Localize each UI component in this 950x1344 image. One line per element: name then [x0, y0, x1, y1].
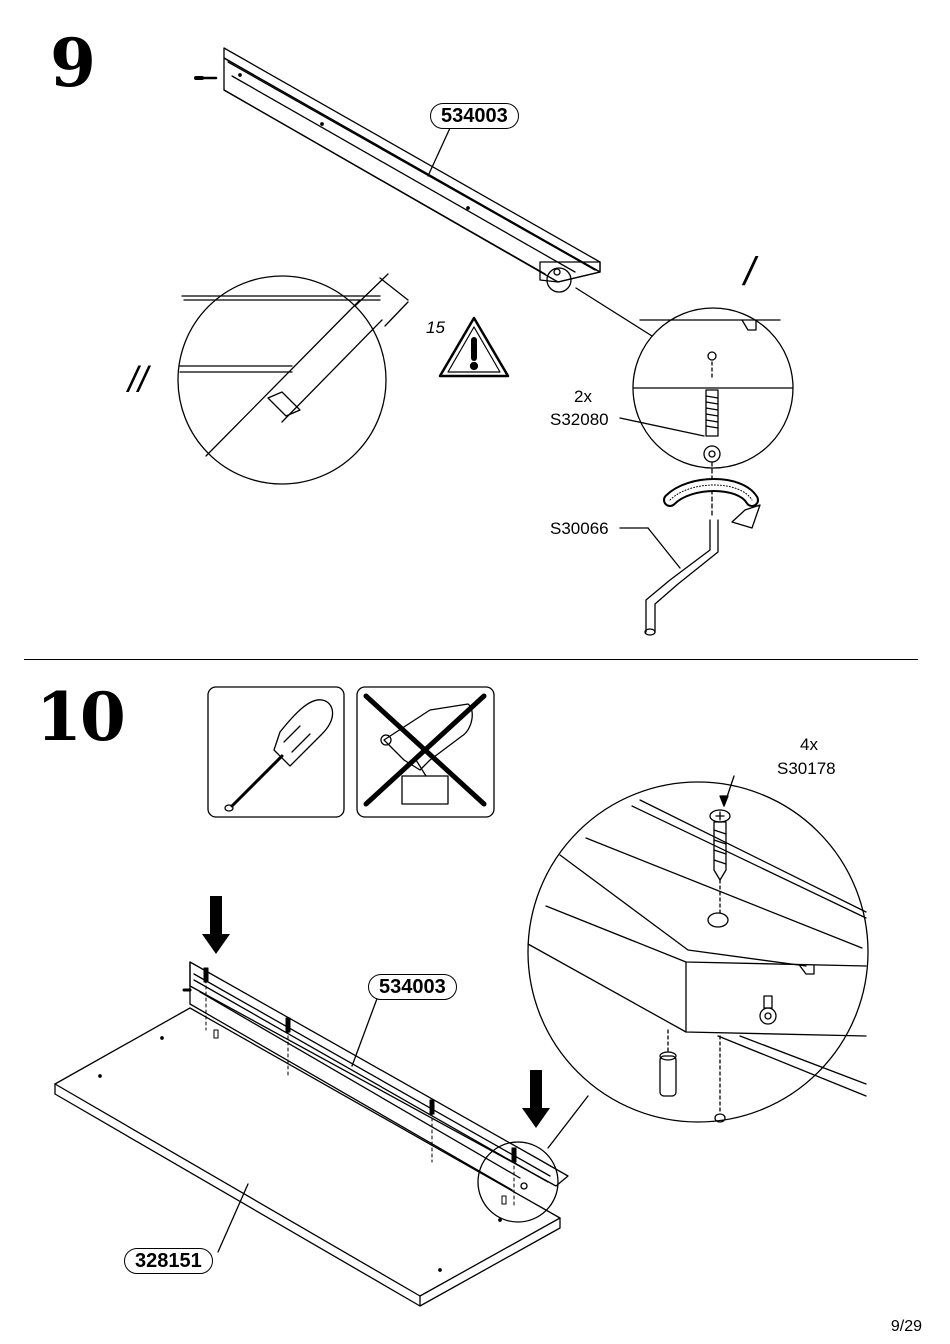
detail-circle-slash	[632, 307, 794, 469]
detail-callout-circle	[546, 267, 572, 293]
arrow-down-icon	[202, 896, 550, 1128]
leader-line	[351, 995, 379, 1067]
step-divider	[24, 659, 918, 660]
screw-markers	[203, 967, 517, 1207]
step-number-10: 10	[36, 678, 126, 756]
power-drill-forbidden-icon	[356, 686, 495, 818]
leader-arrow	[719, 795, 729, 807]
detail-mark-double-slash: //	[128, 359, 149, 400]
step-number-9: 9	[50, 24, 96, 102]
rail-534003-step10	[182, 961, 569, 1191]
rail-534003-step9	[223, 47, 601, 283]
part-label-rail: 534003	[368, 974, 457, 1000]
screw-quantity: 4x	[800, 735, 818, 754]
detail-mark-slash: /	[744, 250, 756, 294]
leader-line	[619, 417, 705, 437]
leader-line	[547, 1095, 589, 1149]
page-number: 9/29	[890, 1318, 922, 1335]
detail-callout-circle	[477, 1141, 559, 1223]
hex-key-tool	[644, 519, 719, 636]
detail-circle-double-slash	[177, 273, 409, 485]
tool-code: S30066	[550, 519, 609, 538]
screw-code: S32080	[550, 410, 609, 429]
screw-code: S30178	[777, 759, 836, 778]
board-328151	[54, 1007, 561, 1307]
leader-line	[217, 1183, 249, 1253]
detail-circle-large	[527, 781, 869, 1123]
leader-line	[647, 527, 681, 569]
leader-line	[427, 127, 451, 177]
leader-line	[575, 287, 653, 337]
part-label-board: 328151	[124, 1248, 213, 1274]
screw-quantity: 2x	[574, 387, 592, 406]
part-label-534003: 534003	[430, 103, 519, 129]
rotation-arrow-icon	[663, 478, 761, 529]
measurement-label: 15	[426, 318, 445, 337]
warning-icon	[438, 316, 510, 378]
screwdriver-icon	[207, 686, 345, 818]
